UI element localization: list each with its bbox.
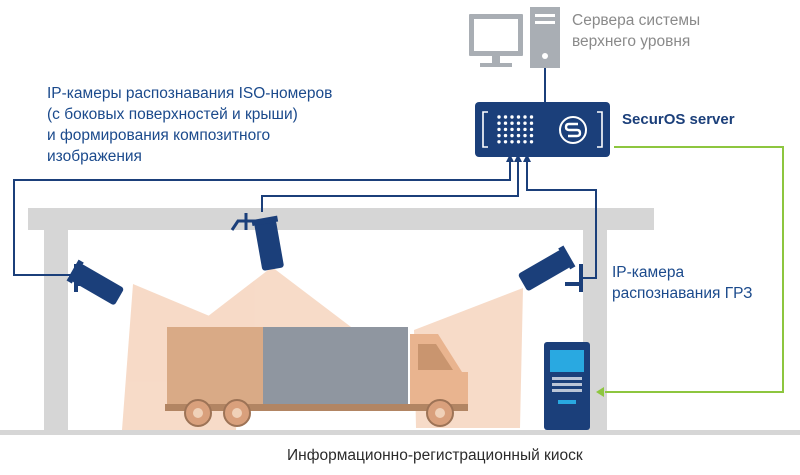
vent-dot bbox=[523, 121, 527, 125]
lpr-camera-label-line: распознавания ГРЗ bbox=[612, 285, 753, 302]
vent-dot bbox=[503, 115, 508, 119]
vent-dot bbox=[497, 121, 501, 125]
camera-cables bbox=[13, 160, 597, 279]
upper-servers-label: Сервера системы верхнего уровня bbox=[572, 10, 732, 52]
vent-dot bbox=[529, 140, 534, 144]
vent-dot bbox=[516, 115, 521, 119]
vent-dot bbox=[510, 140, 514, 144]
vent-dot bbox=[510, 121, 514, 125]
iso-cameras-label-line: (с боковых поверхностей и крыши) bbox=[47, 106, 298, 123]
vent-dot bbox=[503, 140, 508, 144]
truck-cargo bbox=[263, 327, 408, 406]
truck-window bbox=[418, 344, 453, 370]
kiosk-label: Информационно-регистрационный киоск bbox=[287, 447, 583, 464]
vent-dot bbox=[516, 121, 521, 125]
kiosk-link bbox=[605, 146, 784, 393]
vent-dot bbox=[510, 127, 514, 132]
camera-left-mount bbox=[74, 264, 92, 292]
lpr-camera-label-line: IP-камера bbox=[612, 264, 685, 281]
vent-dot bbox=[503, 127, 508, 132]
vent-dot bbox=[516, 127, 521, 132]
vent-dot bbox=[510, 115, 514, 119]
lpr-camera-label: IP-камера распознавания ГРЗ bbox=[612, 262, 762, 304]
vent-dot bbox=[503, 121, 508, 125]
vent-dot bbox=[497, 127, 501, 132]
cable-right-camera bbox=[526, 160, 597, 279]
securos-logo-icon bbox=[559, 116, 587, 144]
iso-cameras-label-line: IP-камеры распознавания ISO-номеров bbox=[47, 85, 333, 102]
vent-dot bbox=[497, 140, 501, 144]
vent-dot bbox=[510, 133, 514, 138]
coverage-top bbox=[190, 267, 355, 330]
ground bbox=[0, 430, 800, 435]
kiosk-link-arrow bbox=[596, 387, 604, 397]
truck-chassis bbox=[165, 404, 468, 411]
cable-top-camera bbox=[261, 160, 519, 212]
tower-icon bbox=[530, 7, 560, 68]
cable-arrowheads bbox=[506, 154, 531, 162]
camera-top-mount bbox=[230, 213, 262, 231]
camera-right-mount bbox=[565, 264, 583, 292]
vent-dot bbox=[523, 115, 527, 119]
vent-dot bbox=[497, 115, 501, 119]
vent-dot bbox=[523, 140, 527, 144]
truck-icon bbox=[165, 327, 468, 427]
vent-dot bbox=[529, 115, 534, 119]
vent-dot bbox=[497, 133, 501, 138]
vent-dot bbox=[529, 127, 534, 132]
server-vent-grid bbox=[497, 115, 534, 144]
vent-dot bbox=[503, 133, 508, 138]
iso-cameras-label-line: изображения bbox=[47, 148, 142, 165]
securos-server-icon bbox=[475, 102, 610, 157]
iso-cameras-label-line: и формирования композитного bbox=[47, 127, 271, 144]
upper-servers-label-line: верхнего уровня bbox=[572, 33, 691, 50]
iso-cameras-label: IP-камеры распознавания ISO-номеров (с б… bbox=[47, 83, 377, 167]
truck-cargo-front bbox=[167, 327, 263, 406]
camera-right bbox=[518, 245, 576, 291]
vent-dot bbox=[523, 127, 527, 132]
camera-top bbox=[251, 215, 284, 271]
upper-servers-label-line: Сервера системы bbox=[572, 12, 701, 29]
server-label: SecurOS server bbox=[622, 111, 735, 128]
monitor-icon bbox=[469, 14, 523, 67]
vent-dot bbox=[523, 133, 527, 138]
vent-dot bbox=[529, 133, 534, 138]
cable-left-camera bbox=[13, 160, 511, 276]
kiosk-icon bbox=[544, 342, 590, 430]
vent-dot bbox=[516, 133, 521, 138]
vent-dot bbox=[529, 121, 534, 125]
vent-dot bbox=[516, 140, 521, 144]
